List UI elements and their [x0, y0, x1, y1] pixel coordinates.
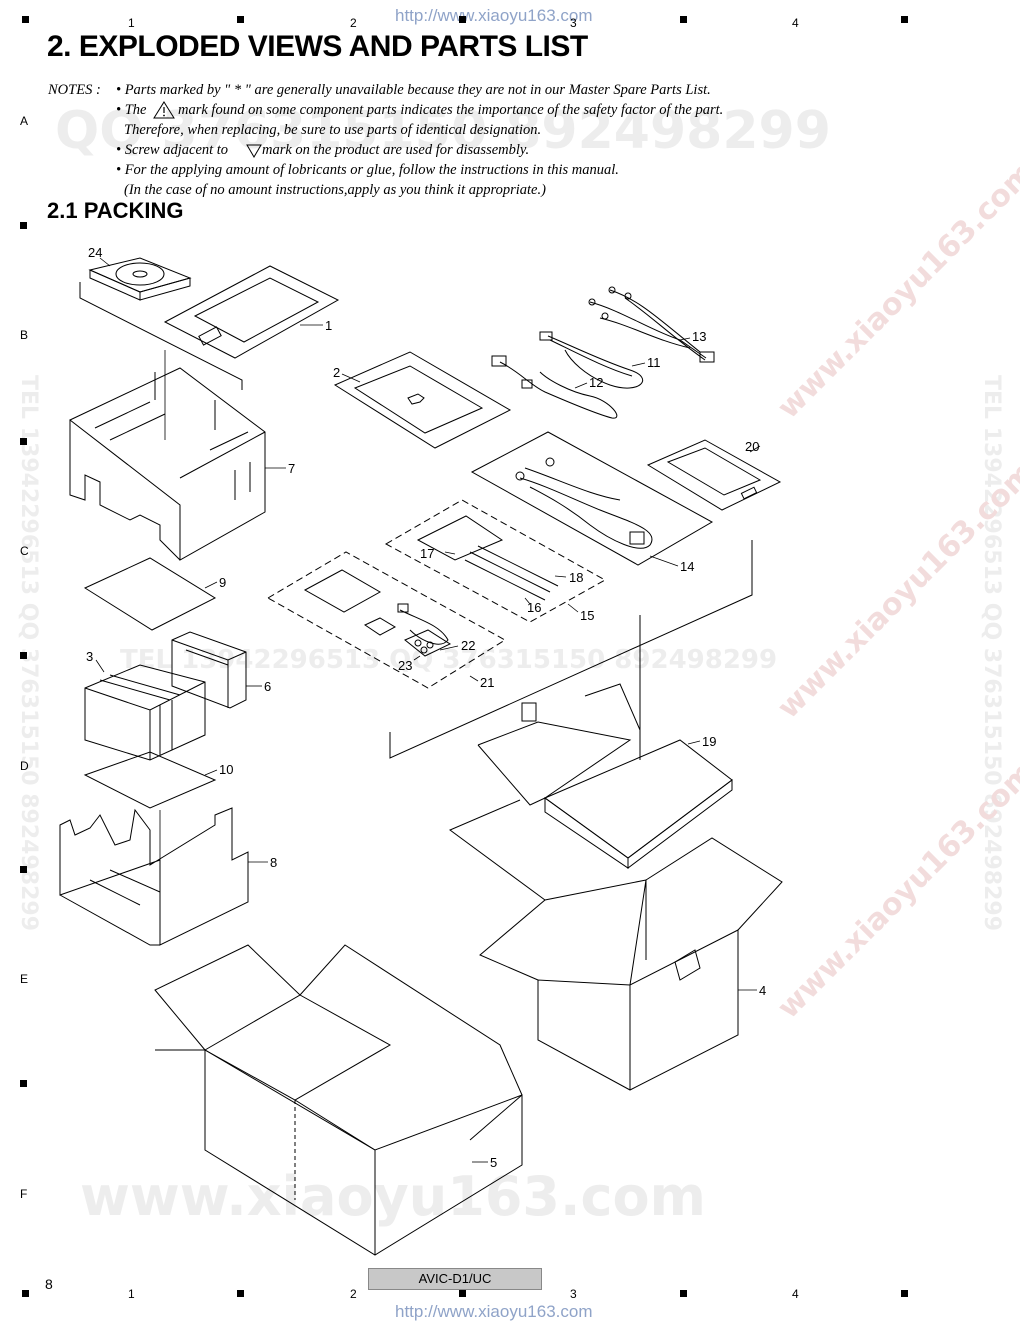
notes-label: NOTES : — [48, 82, 101, 98]
frame-mark — [237, 1290, 244, 1297]
page-title: 2. EXPLODED VIEWS AND PARTS LIST — [47, 30, 588, 63]
frame-mark — [459, 1290, 466, 1297]
part-14-harness-bag — [470, 431, 714, 566]
screw-mark-triangle-icon — [246, 144, 262, 158]
part-2-document-sheet — [333, 351, 512, 449]
callout-7: 7 — [288, 461, 295, 476]
callout-9: 9 — [219, 575, 226, 590]
frame-mark — [459, 16, 466, 23]
part-11-cable — [539, 331, 644, 389]
grid-row-label: E — [20, 972, 29, 986]
section-title: 2.1 PACKING — [47, 198, 184, 223]
notes-line-4-end: mark on the product are used for disasse… — [262, 142, 530, 158]
grid-row-label: D — [20, 759, 29, 773]
notes-line-6: (In the case of no amount instructions,a… — [124, 182, 546, 198]
callout-1: 1 — [325, 318, 332, 333]
part-24-cd-sleeve — [88, 257, 192, 301]
callout-24: 24 — [88, 245, 102, 260]
callout-11: 11 — [647, 355, 661, 370]
grid-row-label: F — [20, 1187, 28, 1201]
frame-mark — [901, 16, 908, 23]
frame-mark — [901, 1290, 908, 1297]
callout-6: 6 — [264, 679, 271, 694]
notes-line-2-end: mark found on some component parts indic… — [178, 102, 724, 118]
frame-mark — [22, 16, 29, 23]
page-number: 8 — [45, 1276, 53, 1292]
part-7-upper-insert — [69, 350, 266, 561]
part-20-booklet — [646, 439, 782, 511]
model-label: AVIC-D1/UC — [368, 1268, 542, 1290]
grid-column-label: 4 — [792, 1287, 799, 1301]
callout-18: 18 — [569, 570, 583, 585]
grid-column-label: 3 — [570, 16, 577, 30]
callout-17: 17 — [420, 546, 434, 561]
callout-22: 22 — [461, 638, 475, 653]
grid-row-label: B — [20, 328, 29, 342]
part-13-wire-harness — [588, 286, 715, 363]
frame-mark — [680, 16, 687, 23]
callout-10: 10 — [219, 762, 233, 777]
notes-line-1: • Parts marked by " * " are generally un… — [116, 82, 711, 98]
part-15-screw-kit-bag — [384, 499, 607, 623]
part-19-tray — [477, 683, 733, 869]
callout-8: 8 — [270, 855, 277, 870]
watermark-site-bottom: www.xiaoyu163.com — [80, 1165, 706, 1228]
grid-column-label: 2 — [350, 16, 357, 30]
watermark-qq-top: QQ 376315150 892498299 — [55, 101, 831, 161]
grid-row-label: A — [20, 114, 29, 128]
callout-13: 13 — [692, 329, 706, 344]
watermark-url-bottom: http://www.xiaoyu163.com — [395, 1302, 593, 1321]
callout-4: 4 — [759, 983, 766, 998]
grid-column-label: 2 — [350, 1287, 357, 1301]
callout-20: 20 — [745, 439, 759, 454]
notes-line-3: Therefore, when replacing, be sure to us… — [124, 122, 542, 138]
frame-mark — [20, 652, 27, 659]
part-12-cable — [491, 355, 618, 419]
leader-lines — [95, 257, 761, 1163]
part-9-protection-sheet — [83, 557, 217, 631]
part-10-protection-sheet — [83, 751, 217, 809]
part-1-instruction-manual — [163, 265, 340, 359]
part-6-sleeve — [171, 631, 247, 709]
callout-5: 5 — [490, 1155, 497, 1170]
callout-2: 2 — [333, 365, 340, 380]
callout-19: 19 — [702, 734, 716, 749]
frame-mark — [20, 866, 27, 873]
group-bracket — [389, 540, 753, 759]
warning-triangle-icon — [153, 101, 175, 119]
grid-column-label: 3 — [570, 1287, 577, 1301]
grid-row-label: C — [20, 544, 29, 558]
frame-mark — [680, 1290, 687, 1297]
grid-column-label: 1 — [128, 16, 135, 30]
callout-12: 12 — [589, 375, 603, 390]
frame-mark — [20, 438, 27, 445]
notes-line-2-start: • The — [116, 102, 147, 118]
frame-mark — [20, 222, 27, 229]
grid-column-label: 4 — [792, 16, 799, 30]
part-5-outer-box — [154, 944, 523, 1256]
frame-mark — [22, 1290, 29, 1297]
part-3-main-unit — [84, 664, 206, 761]
frame-mark — [237, 16, 244, 23]
part-8-lower-insert — [59, 807, 249, 946]
callout-21: 21 — [480, 675, 494, 690]
group-bracket — [79, 282, 243, 390]
grid-column-label: 1 — [128, 1287, 135, 1301]
part-4-outer-carton — [449, 799, 783, 1091]
frame-mark — [20, 1080, 27, 1087]
notes-line-4-start: • Screw adjacent to — [116, 142, 229, 158]
watermark-qq-mid: TEL 13942296513 QQ 376315150 892498299 — [120, 645, 777, 675]
callout-16: 16 — [527, 600, 541, 615]
callout-15: 15 — [580, 608, 594, 623]
watermark-side-right: TEL 13942296513 QQ 376315150 892498299 — [979, 375, 1004, 931]
notes-line-5: • For the applying amount of lobricants … — [116, 162, 619, 178]
callout-3: 3 — [86, 649, 93, 664]
watermark-url-top: http://www.xiaoyu163.com — [395, 6, 593, 25]
part-21-accessory-bag — [266, 551, 506, 689]
callout-14: 14 — [680, 559, 694, 574]
callout-23: 23 — [398, 658, 412, 673]
